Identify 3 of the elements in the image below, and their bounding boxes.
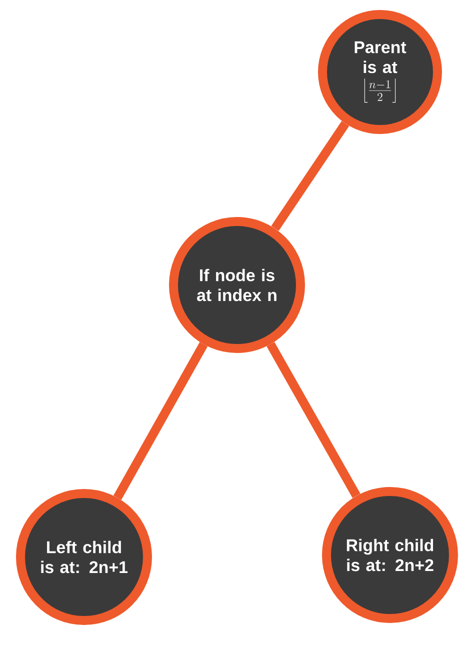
connector-line: [266, 342, 360, 498]
connector-line: [113, 342, 208, 500]
connector-line: [271, 120, 350, 232]
